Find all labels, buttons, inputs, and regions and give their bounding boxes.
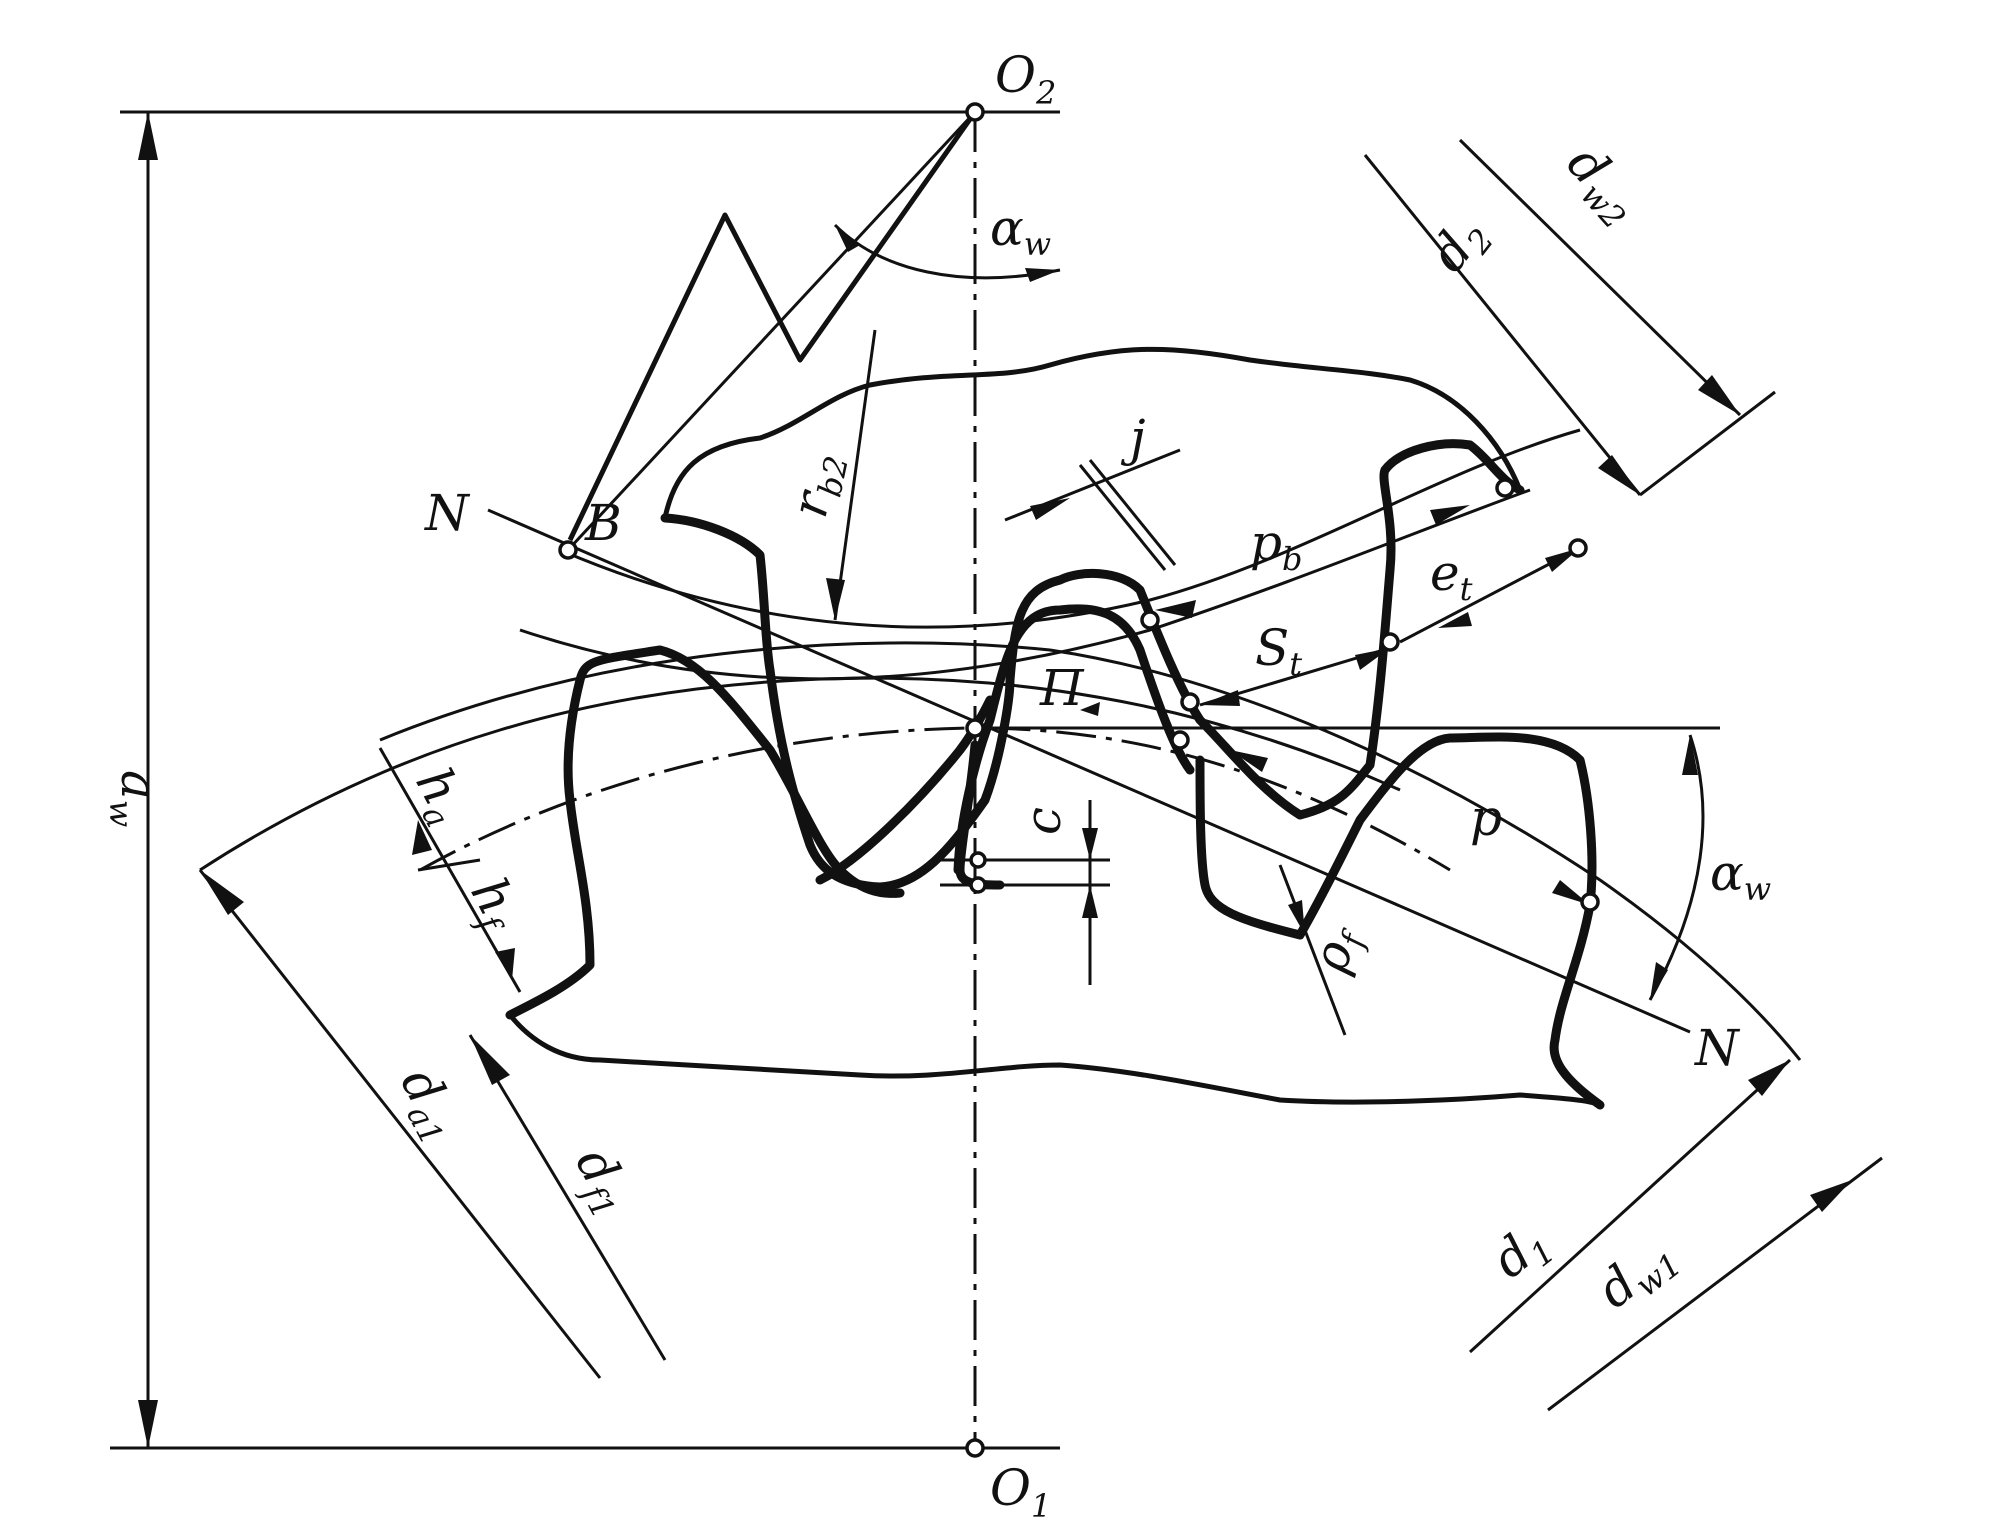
label-d1: d1 (1482, 1212, 1563, 1295)
label-st: St (1255, 619, 1302, 683)
label-dw2: dw2 (1552, 134, 1653, 236)
rho-f-arrow (1278, 864, 1347, 1036)
base-circle-arc (559, 428, 1581, 629)
label-d2: d2 (1419, 205, 1502, 286)
label-rho-f: ρf (1300, 918, 1374, 980)
label-o2: O2 (995, 46, 1056, 112)
alpha-w-top-arc (833, 223, 1061, 282)
svg-text:aw: aw (102, 770, 168, 827)
gear1-tooth-center (815, 695, 995, 885)
label-p-pitch: p (1470, 789, 1502, 847)
svg-text:c: c (1014, 807, 1072, 835)
label-b: B (584, 494, 622, 552)
point-j (1140, 610, 1160, 630)
gear1-body-outline (508, 1013, 1602, 1108)
rb2-arrow (826, 329, 877, 621)
svg-text:dw1: dw1 (1587, 1225, 1689, 1325)
label-o1: O1 (990, 1459, 1051, 1525)
svg-text:da1: da1 (384, 1058, 474, 1151)
svg-text:ρf: ρf (1300, 918, 1374, 980)
label-rb2: rb2 (780, 447, 856, 524)
label-p: П (1039, 659, 1085, 717)
df1-dimension (468, 1034, 667, 1361)
ha-hf-dimension (378, 747, 522, 993)
label-aw: aw (102, 770, 168, 827)
svg-text:ha: ha (399, 758, 480, 833)
point-c-1 (969, 851, 987, 869)
label-da1: da1 (384, 1058, 474, 1151)
label-et: et (1430, 544, 1473, 608)
alpha-w-right-arc (1648, 734, 1705, 1001)
label-ha: ha (399, 758, 480, 833)
point-et (1568, 538, 1588, 558)
label-alpha-w-top: αw (990, 199, 1051, 263)
label-c: c (1014, 807, 1072, 835)
svg-text:d1: d1 (1482, 1212, 1563, 1295)
c-dimension (940, 800, 1110, 985)
line-of-action (487, 508, 1691, 1034)
point-st-1 (1180, 692, 1200, 712)
dw2-dimension (1458, 138, 1776, 497)
svg-text:hf: hf (454, 868, 534, 941)
da1-dimension (198, 869, 602, 1379)
label-n-right: N (1694, 1019, 1741, 1077)
point-st-3 (1380, 632, 1400, 652)
label-j: j (1120, 409, 1146, 467)
point-p-right (1580, 892, 1600, 912)
point-st-2 (1170, 730, 1190, 750)
p-point-arrow (1080, 702, 1100, 716)
point-c-2 (969, 876, 987, 894)
label-hf: hf (454, 868, 534, 941)
gear2-body-outline (662, 346, 1523, 519)
point-p (965, 718, 985, 738)
radius-line-b (566, 110, 977, 552)
point-o1 (965, 1438, 985, 1458)
pb-arrows (1155, 505, 1470, 618)
center-distance-dimension (138, 112, 158, 1448)
point-b (558, 540, 578, 560)
label-alpha-w-right: αw (1710, 844, 1771, 908)
svg-text:d2: d2 (1419, 205, 1502, 286)
svg-text:df1: df1 (559, 1138, 646, 1225)
label-df1: df1 (559, 1138, 646, 1225)
svg-text:dw2: dw2 (1552, 134, 1653, 236)
j-dimension (1004, 448, 1181, 571)
label-dw1: dw1 (1587, 1225, 1689, 1325)
root-circle-arc (199, 676, 1401, 872)
point-o2 (965, 102, 985, 122)
label-n-left: N (424, 484, 471, 542)
gear1-teeth (505, 645, 1605, 1110)
point-pb (1495, 478, 1515, 498)
gear2-teeth (660, 439, 1525, 892)
svg-text:rb2: rb2 (780, 447, 856, 524)
break-line (567, 110, 978, 542)
d2-dimension (1363, 154, 1642, 496)
label-pb: pb (1250, 514, 1303, 578)
d1-dimension (1468, 1058, 1792, 1354)
gear2-addendum-arc (519, 488, 1531, 681)
p-arrows (1230, 750, 1590, 905)
dw1-dimension (1547, 1156, 1883, 1412)
